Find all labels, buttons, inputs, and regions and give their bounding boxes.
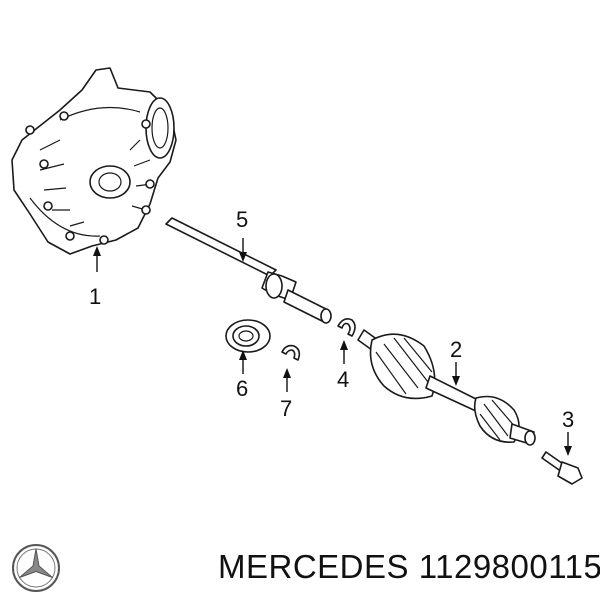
snap-ring-small-part xyxy=(281,344,301,361)
callout-5: 5 xyxy=(236,207,248,232)
callout-1: 1 xyxy=(89,284,101,309)
mercedes-star-logo-icon xyxy=(12,544,60,592)
callout-3: 3 xyxy=(562,407,574,432)
part-number: 1129800115 xyxy=(418,548,600,585)
brand-name: MERCEDES xyxy=(218,548,410,585)
bolt-part xyxy=(541,451,583,485)
callout-7: 7 xyxy=(280,396,292,421)
bearing-part xyxy=(225,319,271,353)
callout-6: 6 xyxy=(236,376,248,401)
part-caption: MERCEDES 1129800115 xyxy=(218,548,600,586)
intermediate-shaft-part xyxy=(165,217,332,324)
drive-shaft-part xyxy=(357,329,536,446)
leader-lines xyxy=(93,238,572,456)
differential-housing-part xyxy=(11,67,177,255)
snap-ring-part xyxy=(337,318,356,337)
callout-4: 4 xyxy=(337,367,349,392)
callout-2: 2 xyxy=(450,337,462,362)
